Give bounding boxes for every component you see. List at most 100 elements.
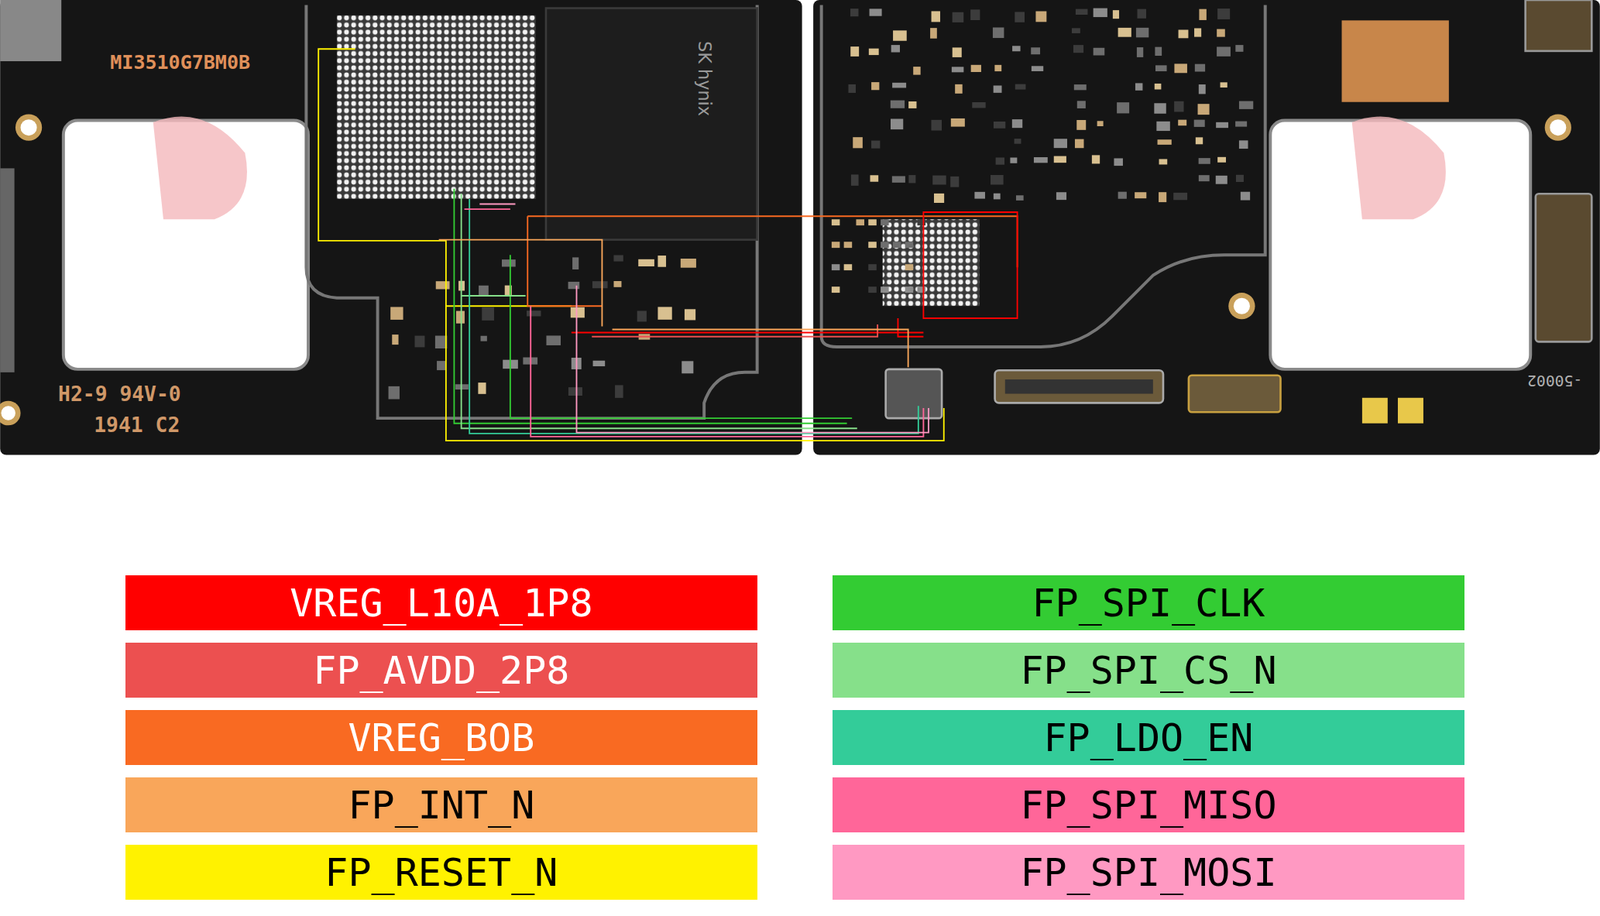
smd-part [1136,9,1147,19]
smd-part [892,30,907,41]
smd-part [1031,65,1044,72]
smd-part [1112,10,1120,19]
legend-item: FP_AVDD_2P8 [125,642,758,698]
board-connector [995,370,1164,403]
legend-item: FP_SPI_MOSI [832,844,1465,900]
smd-part [992,27,1005,38]
smd-part [1155,65,1168,72]
mount-hole [1233,298,1250,315]
smd-part [1195,137,1203,145]
smd-part [480,336,488,342]
smd-part [892,82,907,89]
smd-part [390,306,403,320]
smd-part [1198,157,1211,165]
smd-part [868,264,877,271]
smd-part [831,219,841,226]
smd-part [436,360,446,371]
smd-part [831,241,841,248]
mount-hole [1228,292,1255,320]
smd-part [1215,175,1228,185]
smd-part [930,27,938,39]
board-connector [1525,0,1593,52]
smd-part [1174,63,1188,73]
board-marking: H2-9 94V-0 [58,383,182,406]
legend-text: FP_SPI_CS_N [832,642,1465,698]
watermark-logo [153,116,248,220]
smd-part [868,219,877,226]
mount-hole [1549,119,1566,136]
smd-part [1054,138,1068,148]
smd-part [1014,138,1022,145]
shield-outline [305,5,757,419]
smd-part [880,241,890,248]
gold-pad [1362,398,1388,424]
legend-text: FP_SPI_CLK [832,575,1465,631]
gold-pad [1397,398,1424,424]
smd-part [880,286,890,293]
smd-part [993,121,1006,129]
smd-part [1174,101,1184,113]
smd-part [850,8,859,17]
smd-part [974,192,986,200]
legend-item: FP_SPI_CS_N [832,642,1465,698]
smd-part [905,264,914,271]
smd-part [995,157,1005,165]
smd-part [871,82,879,90]
legend-text: VREG_BOB [125,710,758,766]
smd-part [657,306,672,320]
legend-text: FP_RESET_N [125,844,758,900]
smd-part [436,281,450,289]
legend-item: FP_SPI_MISO [832,777,1465,833]
smd-part [477,382,486,395]
smd-part [1198,84,1206,94]
smd-part [1220,82,1228,88]
smd-part [1235,121,1247,128]
smd-part [932,175,946,186]
smd-part [916,286,926,293]
smd-part [1014,11,1025,22]
smd-part [1056,192,1067,200]
legend-item: VREG_BOB [125,710,758,766]
smd-part [614,384,624,398]
smd-part [1030,47,1041,55]
smd-part [1136,27,1149,38]
smd-part [1194,27,1202,37]
smd-part [831,264,841,271]
smd-part [1033,157,1048,163]
smd-part [1198,103,1210,115]
mount-hole [0,401,21,426]
smd-part [391,334,399,345]
smd-part [931,10,941,22]
smd-part [1198,9,1206,21]
smd-part [1136,47,1144,58]
smd-part [1015,84,1027,90]
smd-part [526,310,541,316]
smd-part [1073,44,1084,53]
smd-part [1116,102,1130,114]
smd-part [952,12,965,23]
smd-part [1016,195,1024,201]
mount-hole [0,405,15,420]
board-connector [1535,193,1592,342]
legend-item: FP_INT_N [125,777,758,833]
smd-part [993,193,1001,200]
chip-marking: SK hynix [695,41,715,117]
smd-part [613,254,623,261]
smd-part [1118,27,1132,38]
board-marking: 1941 C2 [93,414,180,437]
bga-chip [336,15,536,200]
smd-part [880,219,890,226]
smd-part [1075,9,1089,15]
smd-part [593,360,606,367]
mount-hole [15,114,42,141]
smd-part [1135,82,1143,90]
smd-part [1215,122,1229,128]
shield-outline [821,5,1266,347]
smd-part [684,309,696,320]
smd-part [850,46,859,57]
smd-part [933,193,945,203]
smd-part [637,310,647,322]
smd-part [852,137,863,148]
board-connector [1005,379,1154,394]
smd-part [1035,10,1047,22]
